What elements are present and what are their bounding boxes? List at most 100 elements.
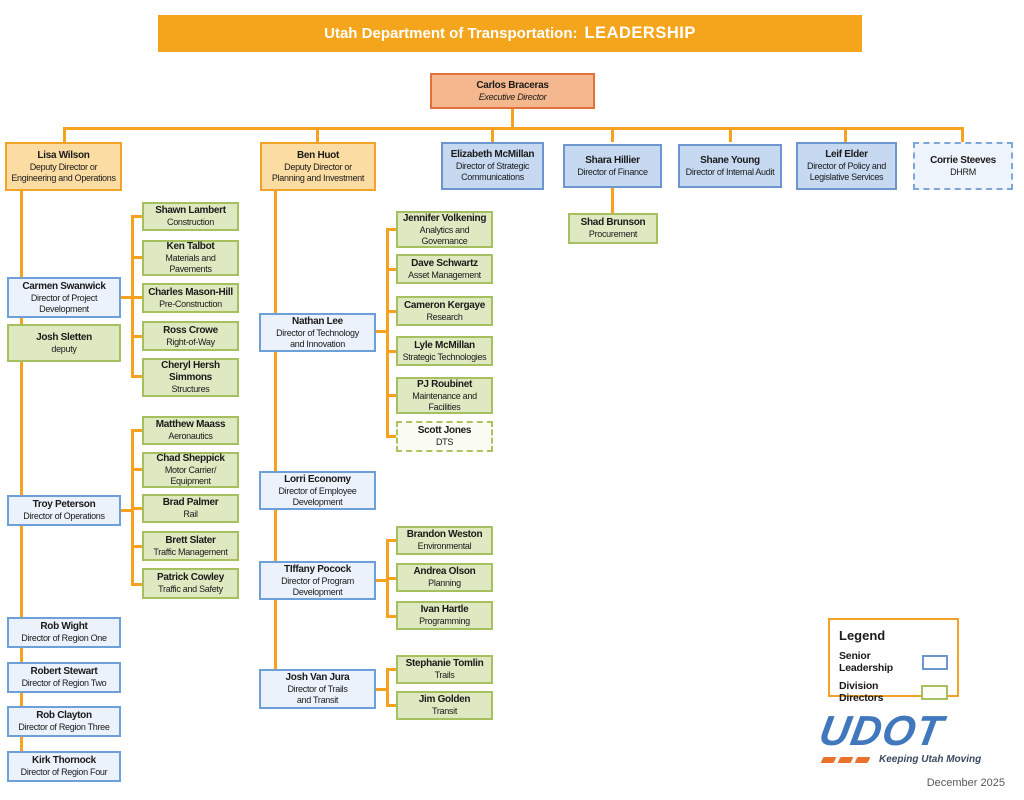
person-title: Director of Project Development — [30, 292, 98, 314]
connector — [386, 435, 397, 438]
legend-title: Legend — [839, 628, 886, 643]
legend: Legend Senior Leadership Division Direct… — [828, 618, 959, 704]
title-banner: Utah Department of Transportation: LEADE… — [158, 15, 862, 52]
person-title: DTS — [435, 437, 454, 448]
person-name: Ken Talbot — [166, 241, 215, 253]
person-name: Andrea Olson — [413, 566, 476, 578]
connector — [131, 215, 143, 218]
person-name: Josh Van Jura — [285, 672, 350, 684]
person-name: Ben Huot — [296, 149, 340, 161]
person-title: Traffic and Safety — [158, 584, 223, 595]
person-name: Nathan Lee — [292, 315, 343, 327]
person-name: Brad Palmer — [162, 497, 219, 509]
connector — [386, 394, 397, 397]
org-node-ross-crowe: Ross Crowe Right-of-Way — [142, 321, 239, 351]
person-name: Cheryl Hersh Simmons — [161, 360, 220, 384]
person-title: Director of Region Three — [18, 722, 110, 733]
person-title: deputy — [51, 343, 77, 354]
person-title: Environmental — [417, 541, 472, 552]
org-node-brad-palmer: Brad Palmer Rail — [142, 494, 239, 523]
connector — [844, 127, 847, 142]
person-name: Patrick Cowley — [157, 572, 224, 584]
org-node-shara-hillier: Shara Hillier Director of Finance — [563, 144, 662, 188]
connector — [20, 191, 23, 752]
person-name: Shara Hillier — [585, 154, 640, 166]
org-node-josh-sletten: Josh Sletten deputy — [7, 324, 121, 362]
connector — [131, 545, 143, 548]
org-node-jennifer-volkening: Jennifer Volkening Analytics and Governa… — [396, 211, 493, 248]
legend-swatch-senior-leadership — [921, 654, 948, 670]
connector — [274, 191, 277, 672]
org-node-andrea-olson: Andrea Olson Planning — [396, 563, 493, 592]
org-node-troy-peterson: Troy Peterson Director of Operations — [7, 495, 121, 526]
person-name: Stephanie Tomlin — [405, 658, 484, 670]
person-title: Procurement — [588, 229, 638, 240]
org-node-carlos-braceras: Carlos Braceras Executive Director — [430, 73, 595, 109]
person-title: Director of Operations — [23, 511, 105, 522]
date-label: December 2025 — [926, 777, 1005, 789]
person-title: Director of Region One — [21, 633, 107, 644]
org-node-ivan-hartle: Ivan Hartle Programming — [396, 601, 493, 630]
person-title: Deputy Director or Engineering and Opera… — [11, 161, 116, 183]
person-name: Troy Peterson — [32, 499, 96, 511]
person-title: Traffic Management — [153, 546, 228, 557]
person-title: Director of Strategic Communications — [455, 161, 530, 182]
org-node-jim-golden: Jim Golden Transit — [396, 691, 493, 720]
org-node-shad-brunson: Shad Brunson Procurement — [568, 213, 658, 244]
person-name: Elizabeth McMillan — [450, 149, 535, 161]
person-title: Rail — [183, 509, 198, 520]
person-name: Cameron Kergaye — [403, 299, 486, 311]
connector — [386, 668, 389, 706]
person-name: Josh Sletten — [36, 331, 92, 343]
person-name: PJ Roubinet — [416, 378, 473, 390]
connector — [131, 507, 143, 510]
person-name: Jennifer Volkening — [402, 212, 487, 224]
person-name: Carlos Braceras — [476, 79, 549, 91]
org-node-shawn-lambert: Shawn Lambert Construction — [142, 202, 239, 231]
person-name: Rob Clayton — [36, 710, 92, 722]
person-name: Corrie Steeves — [930, 154, 996, 166]
person-name: Leif Elder — [825, 149, 868, 161]
connector — [611, 127, 614, 142]
person-title: Director of Internal Audit — [685, 166, 775, 177]
person-title: Construction — [167, 217, 214, 228]
connector — [131, 335, 143, 338]
connector — [131, 583, 143, 586]
connector — [386, 704, 397, 707]
person-name: Chad Sheppick — [156, 453, 225, 465]
connector — [386, 615, 397, 618]
connector — [491, 127, 494, 142]
connector — [511, 108, 514, 127]
person-name: Shawn Lambert — [155, 205, 226, 217]
org-node-lisa-wilson: Lisa Wilson Deputy Director or Engineeri… — [5, 142, 122, 191]
logo-tagline-row: Keeping Utah Moving — [820, 754, 1010, 765]
person-title: DHRM — [950, 166, 976, 177]
person-name: Shad Brunson — [580, 217, 646, 229]
connector — [386, 228, 397, 231]
org-node-cameron-kergaye: Cameron Kergaye Research — [396, 296, 493, 326]
connector — [376, 579, 388, 582]
person-name: Ivan Hartle — [420, 604, 469, 616]
connector — [376, 330, 388, 333]
person-title: Right-of-Way — [166, 336, 215, 347]
org-node-leif-elder: Leif Elder Director of Policy and Legisl… — [796, 142, 897, 190]
connector — [63, 127, 66, 142]
connector — [131, 429, 143, 432]
connector — [63, 127, 964, 130]
org-node-tiffany-pocock: TIffany Pocock Director of Program Devel… — [259, 561, 376, 600]
person-name: Charles Mason-Hill — [148, 286, 233, 298]
org-node-robert-stewart: Robert Stewart Director of Region Two — [7, 662, 121, 693]
legend-label: Division Directors — [839, 680, 884, 704]
connector — [961, 127, 964, 142]
person-title: Asset Management — [408, 269, 481, 280]
connector — [386, 539, 397, 542]
person-title: Maintenance and Facilities — [412, 390, 477, 412]
org-node-josh-van-jura: Josh Van Jura Director of Trails and Tra… — [259, 669, 376, 709]
legend-label: Senior Leadership — [839, 650, 894, 674]
connector — [131, 256, 143, 259]
logo-tagline: Keeping Utah Moving — [879, 754, 982, 765]
person-title: Pre-Construction — [159, 298, 222, 309]
connector — [131, 375, 143, 378]
connector — [729, 127, 732, 142]
